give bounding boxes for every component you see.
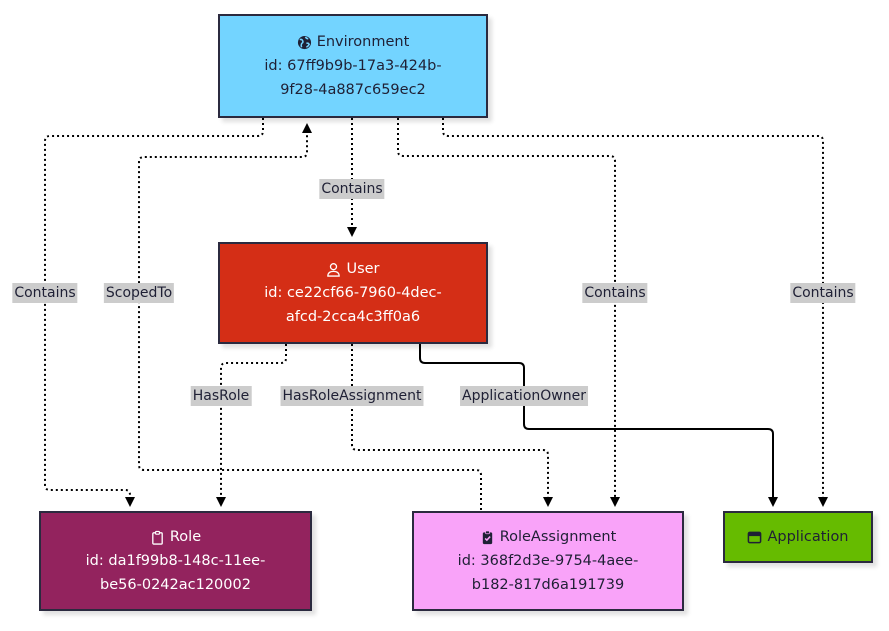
edge-label-env-user: Contains — [319, 179, 385, 199]
node-user[interactable]: User id: ce22cf66-7960-4dec- afcd-2cca4c… — [218, 242, 488, 344]
user-icon — [327, 262, 341, 277]
edge-ra-env — [138, 123, 482, 510]
node-role-assignment[interactable]: RoleAssignment id: 368f2d3e-9754-4aee- b… — [412, 511, 684, 611]
edge-label-user-role: HasRole — [190, 386, 252, 406]
node-role-assignment-id-2: b182-817d6a191739 — [471, 577, 625, 593]
node-environment-id-1: id: 67ff9b9b-17a3-424b- — [264, 58, 442, 74]
edge-label-user-app: ApplicationOwner — [460, 386, 588, 406]
node-user-label: User — [346, 261, 380, 277]
edge-label-env-role: Contains — [12, 283, 78, 303]
node-role[interactable]: Role id: da1f99b8-148c-11ee- be56-0242ac… — [39, 511, 312, 611]
node-role-assignment-label: RoleAssignment — [499, 529, 617, 545]
clipboard-icon — [152, 530, 163, 545]
node-role-label: Role — [169, 529, 202, 545]
node-user-id-1: id: ce22cf66-7960-4dec- — [264, 285, 442, 301]
edge-label-env-app: Contains — [790, 283, 856, 303]
node-role-id-1: id: da1f99b8-148c-11ee- — [85, 553, 266, 569]
clipboard-check-icon — [482, 530, 492, 544]
node-environment[interactable]: Environment id: 67ff9b9b-17a3-424b- 9f28… — [218, 14, 488, 118]
node-environment-id-2: 9f28-4a887c659ec2 — [280, 82, 426, 98]
node-role-id-2: be56-0242ac120002 — [100, 577, 251, 593]
edge-env-app — [442, 118, 828, 507]
edge-user-ra — [351, 344, 553, 507]
node-application[interactable]: Application — [723, 511, 873, 563]
node-application-label: Application — [767, 529, 849, 545]
node-environment-label: Environment — [316, 34, 410, 50]
globe-icon — [297, 35, 311, 49]
edge-label-ra-env: ScopedTo — [103, 283, 175, 303]
edge-user-app — [419, 344, 778, 507]
edge-env-role — [44, 118, 264, 507]
window-icon — [748, 531, 762, 543]
edge-label-user-ra: HasRoleAssignment — [280, 386, 424, 406]
edge-user-role — [216, 344, 287, 507]
edge-label-env-ra: Contains — [582, 283, 648, 303]
node-user-id-2: afcd-2cca4c3ff0a6 — [285, 309, 421, 325]
node-role-assignment-id-1: id: 368f2d3e-9754-4aee- — [457, 553, 639, 569]
